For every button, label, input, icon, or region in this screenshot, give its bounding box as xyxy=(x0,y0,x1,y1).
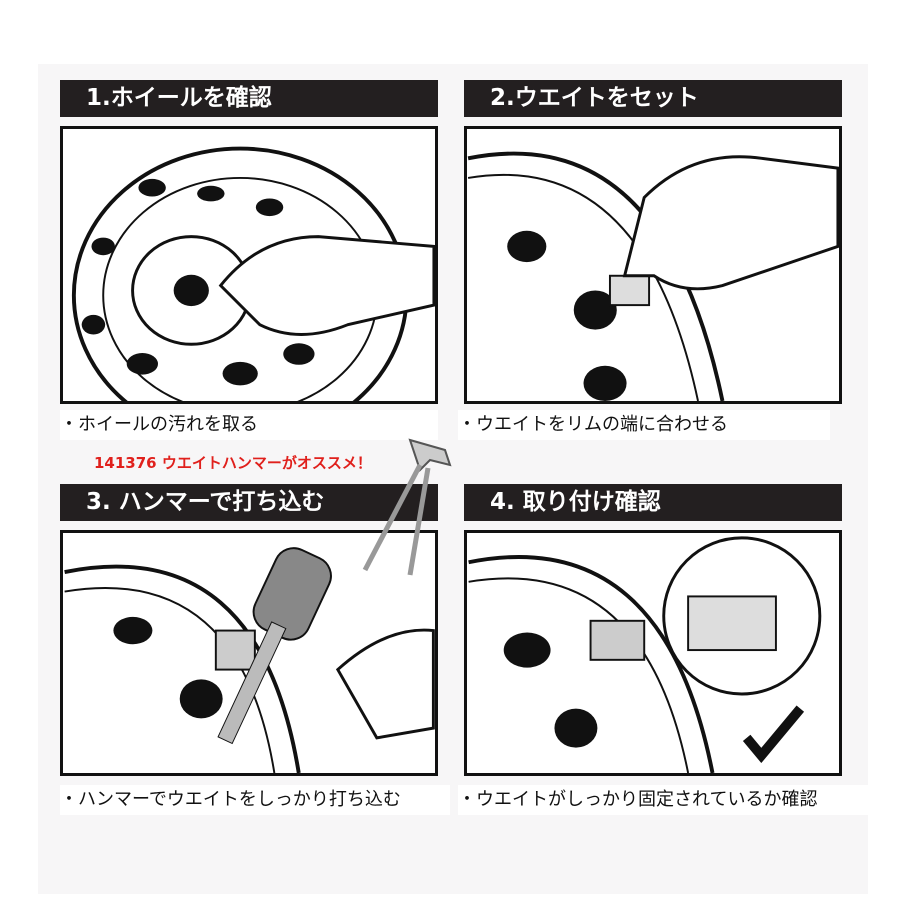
checkmark-icon xyxy=(742,705,805,764)
step-4-caption: ・ウエイトがしっかり固定されているか確認 xyxy=(458,785,868,815)
step-3-illustration xyxy=(60,530,438,776)
weight-hammer-tool-icon xyxy=(362,438,452,576)
weight-check-image xyxy=(468,536,822,773)
step-1-header: 1.ホイールを確認 xyxy=(60,80,438,117)
weight-placing-image xyxy=(467,151,839,401)
step-1-illustration xyxy=(60,126,438,404)
step-1-caption: ・ホイールの汚れを取る xyxy=(60,410,438,440)
step-2-illustration xyxy=(464,126,842,404)
step-2-header: 2.ウエイトをセット xyxy=(464,80,842,117)
step-3-header: 3. ハンマーで打ち込む xyxy=(60,484,438,521)
promo-text: 141376 ウエイトハンマーがオススメ！ xyxy=(94,454,372,472)
step-2-caption: ・ウエイトをリムの端に合わせる xyxy=(458,410,830,440)
step-4-header: 4. 取り付け確認 xyxy=(464,484,842,521)
wheel-cleaning-image xyxy=(71,146,435,401)
step-4-illustration xyxy=(464,530,842,776)
hammering-image xyxy=(64,547,435,773)
step-3-caption: ・ハンマーでウエイトをしっかり打ち込む xyxy=(60,785,450,815)
